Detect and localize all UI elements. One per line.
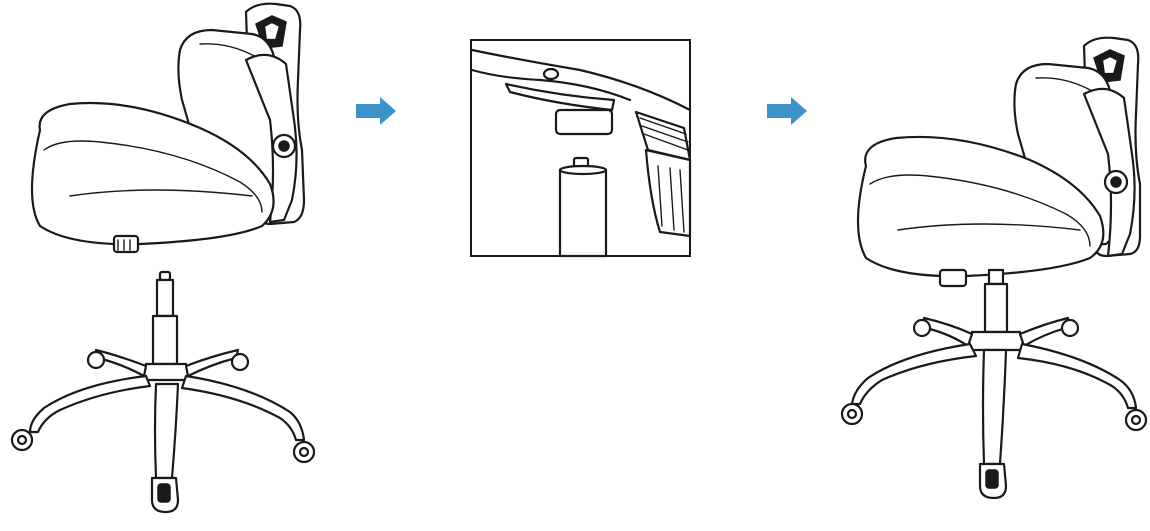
right-arrow-icon <box>767 97 807 125</box>
step1-caster-back-right <box>230 352 250 372</box>
step1-leg-back-right <box>184 348 240 378</box>
step2-gas-lift <box>558 156 608 258</box>
step1-caster-back-left <box>86 350 106 370</box>
step3-gas-lift-cylinder <box>983 282 1009 334</box>
step1-leg-front-right <box>180 374 306 442</box>
step3-leg-back-left <box>922 316 974 348</box>
step1-gas-lift-pin <box>158 270 172 282</box>
step3-leg-front-right <box>1016 342 1138 410</box>
step1-star-base <box>10 270 316 514</box>
step2-detail-inset <box>470 39 692 258</box>
step1-seat-assembly <box>30 2 306 254</box>
right-arrow-icon <box>356 97 396 125</box>
step3-caster-back-right <box>1060 318 1080 338</box>
step1-gas-lift-rod <box>155 278 175 318</box>
step3-gas-lift-rod <box>987 268 1005 286</box>
step1-mechanism-stub <box>112 234 140 254</box>
step3-assembled-chair <box>840 36 1148 500</box>
step2-seat-socket <box>504 82 616 112</box>
step3-leg-front-left <box>850 342 978 406</box>
step1-leg-front <box>153 382 180 480</box>
step1-gas-lift-cylinder <box>151 314 179 366</box>
step3-seat-cushion <box>856 135 1105 278</box>
step1-leg-front-left <box>28 374 152 434</box>
step3-caster-back-left <box>912 318 932 338</box>
step2-tension-knob <box>634 110 692 238</box>
step3-leg-back-right <box>1018 316 1070 348</box>
step3-leg-front <box>981 348 1008 466</box>
step1-seat-cushion <box>30 101 275 246</box>
